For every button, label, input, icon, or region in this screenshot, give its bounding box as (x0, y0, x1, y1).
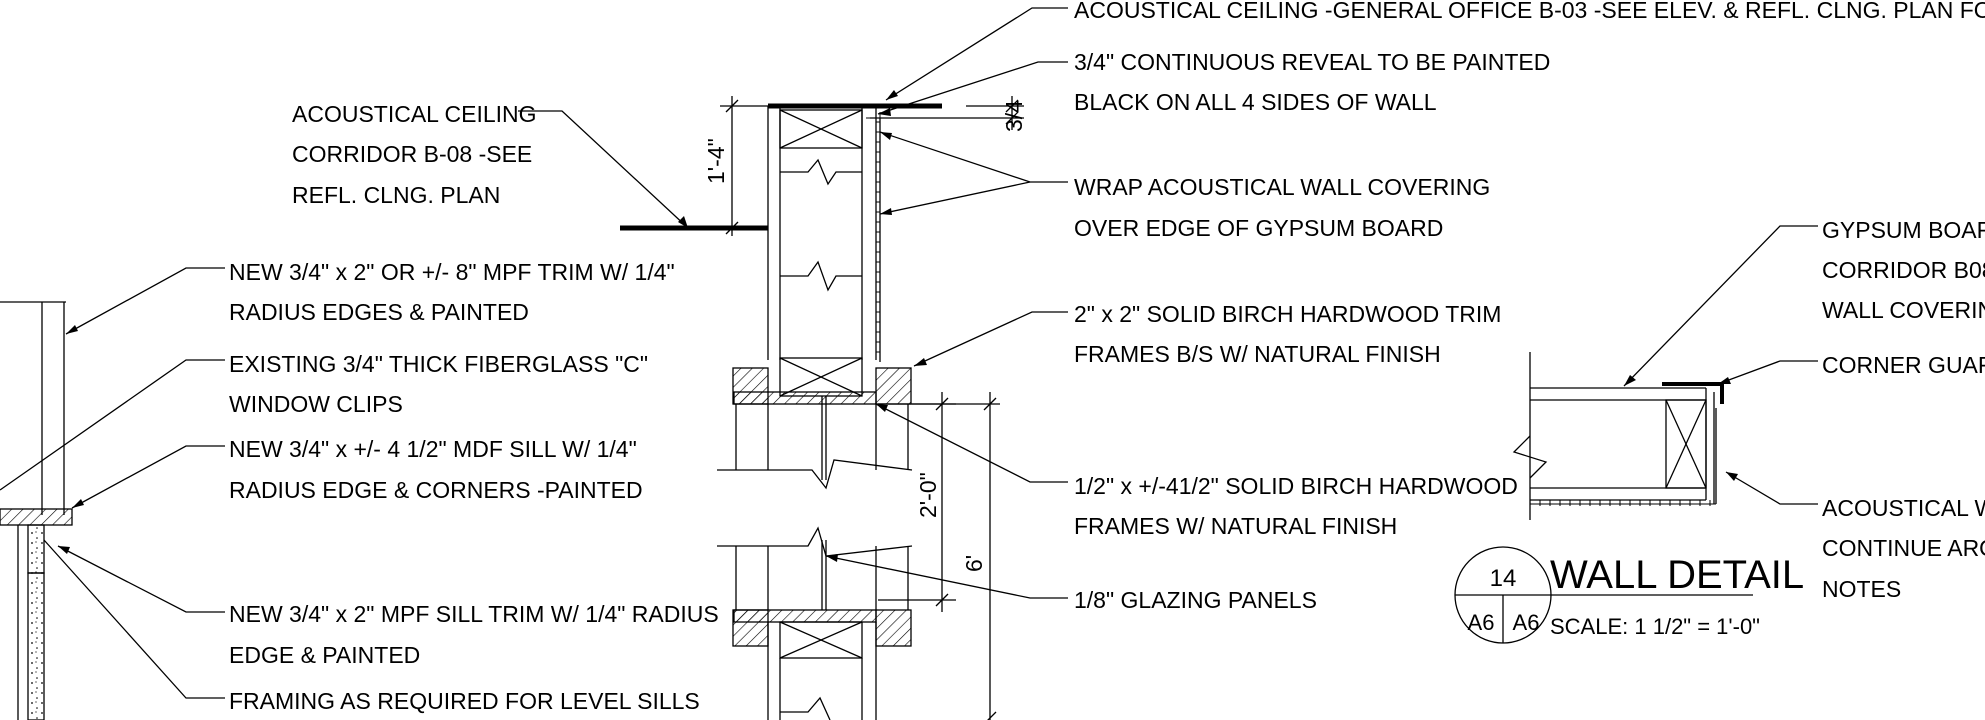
note-reveal-line1: 3/4" CONTINUOUS REVEAL TO BE PAINTED (1074, 49, 1550, 75)
note-birch-frames-line2: FRAMES W/ NATURAL FINISH (1074, 513, 1397, 539)
note-corridor-ceiling-line2: CORRIDOR B-08 -SEE (292, 141, 532, 167)
note-birch-trim-line1: 2" x 2" SOLID BIRCH HARDWOOD TRIM (1074, 301, 1501, 327)
reveal-dim: 3/4 (1001, 100, 1027, 132)
note-sill-trim-line1: NEW 3/4" x 2" MPF SILL TRIM W/ 1/4" RADI… (229, 601, 719, 627)
corner-detail (1512, 352, 1724, 520)
note-gypsum-line1: GYPSUM BOARD (1822, 217, 1985, 243)
note-gypsum-line2: CORRIDOR B08 T (1822, 257, 1985, 283)
left-sill-detail (0, 301, 73, 720)
note-mpf-trim-line1: NEW 3/4" x 2" OR +/- 8" MPF TRIM W/ 1/4" (229, 259, 675, 285)
note-acoustical-wall-line1: ACOUSTICAL WA (1822, 495, 1985, 521)
leaders (0, 7, 1818, 699)
note-window-clips-line1: EXISTING 3/4" THICK FIBERGLASS "C" (229, 351, 648, 377)
detail-sheet-left: A6 (1468, 610, 1495, 635)
dimensions: 1'-4" 3/4 2'-0" 6' (703, 96, 1027, 720)
note-window-clips-line2: WINDOW CLIPS (229, 391, 403, 417)
note-mdf-sill-line1: NEW 3/4" x +/- 4 1/2" MDF SILL W/ 1/4" (229, 436, 637, 462)
detail-number: 14 (1490, 565, 1517, 592)
note-birch-trim-line2: FRAMES B/S W/ NATURAL FINISH (1074, 341, 1441, 367)
overall-height-dim: 6' (961, 555, 987, 572)
note-acoustical-ceiling-general: ACOUSTICAL CEILING -GENERAL OFFICE B-03 … (1074, 0, 1985, 23)
note-framing: FRAMING AS REQUIRED FOR LEVEL SILLS (229, 688, 700, 714)
note-glazing: 1/8" GLAZING PANELS (1074, 587, 1317, 613)
note-gypsum-line3: WALL COVERING (1822, 297, 1985, 323)
note-mdf-sill-line2: RADIUS EDGE & CORNERS -PAINTED (229, 477, 643, 503)
wall-section (620, 103, 942, 720)
note-corner-guard: CORNER GUARD (1822, 352, 1985, 378)
note-acoustical-wall-line3: NOTES (1822, 576, 1901, 602)
note-reveal-line2: BLACK ON ALL 4 SIDES OF WALL (1074, 89, 1437, 115)
callout-notes: ACOUSTICAL CEILING -GENERAL OFFICE B-03 … (229, 0, 1985, 714)
detail-scale: SCALE: 1 1/2" = 1'-0" (1550, 614, 1760, 639)
ceiling-offset-dim: 1'-4" (703, 138, 729, 184)
detail-title: WALL DETAIL (1550, 553, 1804, 597)
detail-title-block: 14 A6 A6 WALL DETAIL SCALE: 1 1/2" = 1'-… (1454, 546, 1804, 644)
detail-sheet-right: A6 (1513, 610, 1540, 635)
note-sill-trim-line2: EDGE & PAINTED (229, 642, 420, 668)
note-wrap-line1: WRAP ACOUSTICAL WALL COVERING (1074, 174, 1490, 200)
glazing-height-dim: 2'-0" (915, 472, 941, 518)
note-mpf-trim-line2: RADIUS EDGES & PAINTED (229, 299, 529, 325)
note-wrap-line2: OVER EDGE OF GYPSUM BOARD (1074, 215, 1443, 241)
note-acoustical-wall-line2: CONTINUE AROU (1822, 535, 1985, 561)
note-birch-frames-line1: 1/2" x +/-41/2" SOLID BIRCH HARDWOOD (1074, 473, 1518, 499)
note-corridor-ceiling-line3: REFL. CLNG. PLAN (292, 182, 500, 208)
acoustical-covering (866, 112, 881, 362)
note-corridor-ceiling-line1: ACOUSTICAL CEILING (292, 101, 537, 127)
